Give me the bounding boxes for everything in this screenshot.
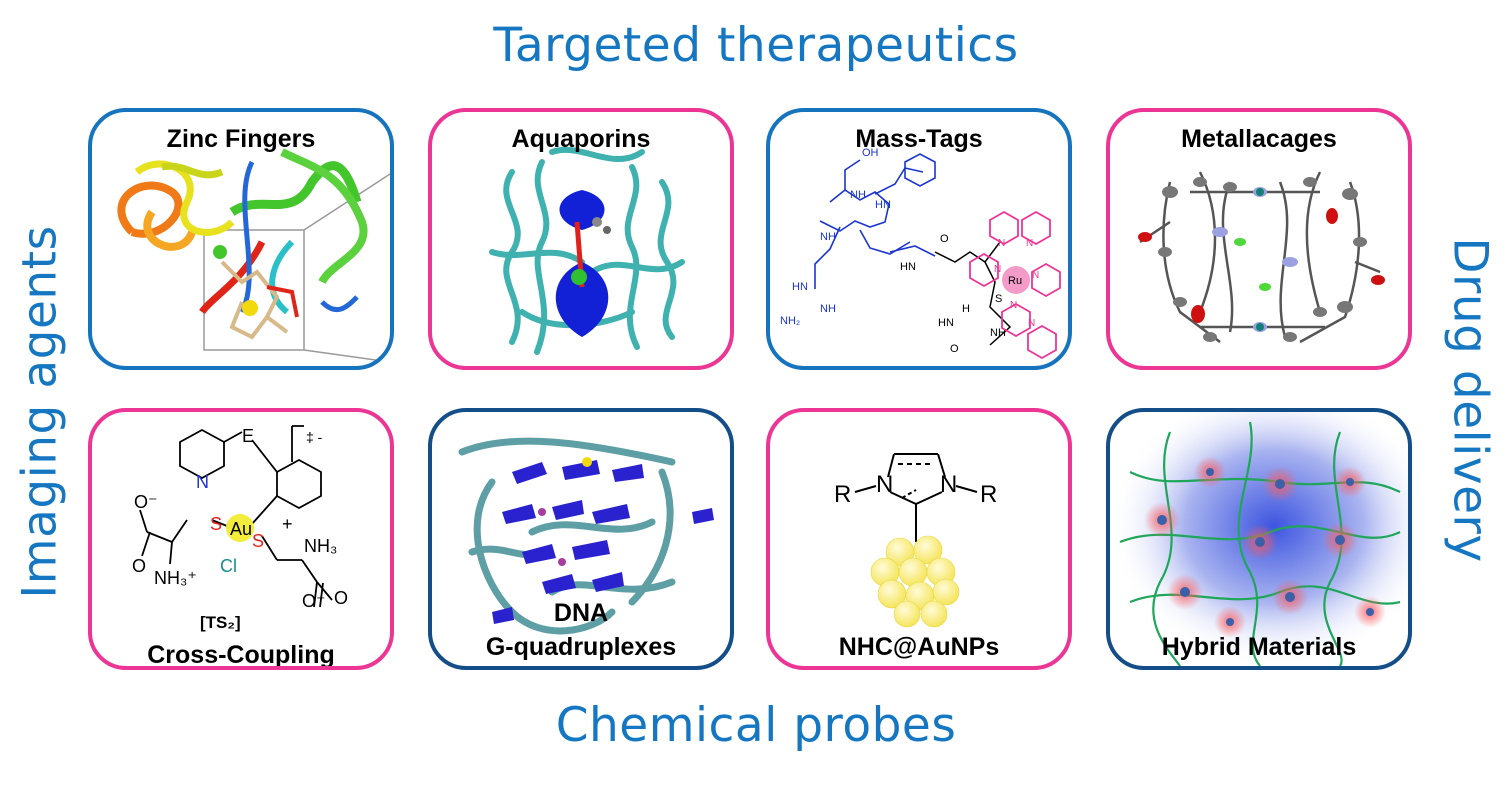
card-metallacages: Metallacages bbox=[1106, 108, 1412, 370]
card-mass-tags: OH NH HN NH HN NH₂ NH HN O S HN NH O H bbox=[766, 108, 1072, 370]
card-aquaporins: Aquaporins bbox=[428, 108, 734, 370]
card-title: Aquaporins bbox=[511, 125, 651, 153]
aquaporin-protein-image bbox=[489, 146, 685, 355]
svg-text:NH₂: NH₂ bbox=[780, 315, 800, 327]
svg-text:NH: NH bbox=[820, 231, 836, 243]
svg-text:HN: HN bbox=[938, 317, 954, 329]
card-nhc-aunps: N N R R NHC@AuNPs bbox=[766, 408, 1072, 670]
svg-text:O⁻: O⁻ bbox=[134, 492, 158, 512]
svg-text:R: R bbox=[980, 481, 997, 508]
svg-text:N: N bbox=[940, 471, 957, 498]
axis-title-right: Drug delivery bbox=[1442, 237, 1498, 563]
svg-text:S: S bbox=[210, 514, 222, 534]
cross-coupling-structure: E Au ‡ - NH₃ NH₃⁺ O⁻ O O O⁻ + [TS₂] N S … bbox=[132, 425, 348, 632]
zinc-finger-protein-image bbox=[117, 148, 390, 363]
card-cross-coupling: E Au ‡ - NH₃ NH₃⁺ O⁻ O O O⁻ + [TS₂] N S … bbox=[88, 408, 394, 670]
svg-text:N: N bbox=[1032, 270, 1039, 281]
svg-text:NH: NH bbox=[820, 303, 836, 315]
svg-text:[TS₂]: [TS₂] bbox=[200, 613, 241, 632]
nhc-gold-nanoparticle-structure: N N R R bbox=[834, 453, 997, 628]
metallacage-crystal-structure bbox=[1138, 171, 1385, 344]
svg-text:N: N bbox=[1026, 238, 1033, 249]
mass-tag-structure: OH NH HN NH HN NH₂ NH HN O S HN NH O H bbox=[780, 147, 1061, 360]
card-title: Mass-Tags bbox=[855, 125, 983, 153]
card-zinc-fingers: Zinc Fingers bbox=[88, 108, 394, 370]
card-title: Cross-Coupling bbox=[147, 641, 335, 669]
svg-text:Cl: Cl bbox=[220, 556, 237, 576]
card-title: NHC@AuNPs bbox=[838, 633, 1000, 661]
svg-text:N: N bbox=[876, 471, 893, 498]
card-title: Zinc Fingers bbox=[166, 125, 316, 153]
card-dna-g-quadruplexes: DNA G-quadruplexes bbox=[428, 408, 734, 670]
svg-text:HN: HN bbox=[792, 281, 808, 293]
svg-text:R: R bbox=[834, 481, 851, 508]
svg-text:O⁻: O⁻ bbox=[302, 591, 326, 611]
svg-text:+: + bbox=[282, 514, 293, 534]
card-title-line2: G-quadruplexes bbox=[485, 633, 677, 661]
svg-text:HN: HN bbox=[875, 199, 891, 211]
card-title-line1: DNA bbox=[553, 599, 609, 627]
svg-text:O: O bbox=[132, 556, 146, 576]
svg-text:O: O bbox=[334, 588, 348, 608]
svg-text:O: O bbox=[940, 233, 949, 245]
hybrid-material-network-image bbox=[1110, 412, 1408, 666]
svg-text:NH: NH bbox=[850, 189, 866, 201]
svg-text:HN: HN bbox=[900, 261, 916, 273]
card-title: Metallacages bbox=[1181, 125, 1337, 153]
g-quadruplex-structure bbox=[458, 437, 714, 635]
svg-text:NH₃: NH₃ bbox=[304, 536, 337, 556]
svg-text:OH: OH bbox=[862, 147, 879, 159]
svg-text:E: E bbox=[242, 426, 254, 446]
svg-text:‡ -: ‡ - bbox=[306, 429, 323, 445]
svg-text:O: O bbox=[950, 343, 959, 355]
svg-text:NH₃⁺: NH₃⁺ bbox=[154, 568, 197, 588]
svg-text:S: S bbox=[995, 293, 1002, 305]
card-hybrid-materials: Hybrid Materials bbox=[1106, 408, 1412, 670]
svg-text:N: N bbox=[1028, 318, 1035, 329]
card-title: Hybrid Materials bbox=[1161, 633, 1357, 661]
svg-text:S: S bbox=[252, 531, 264, 551]
svg-text:N: N bbox=[1010, 300, 1017, 311]
axis-title-top: Targeted therapeutics bbox=[493, 18, 1019, 73]
svg-text:N: N bbox=[998, 238, 1005, 249]
svg-text:H: H bbox=[962, 303, 970, 315]
svg-text:Au: Au bbox=[230, 519, 252, 539]
axis-title-bottom: Chemical probes bbox=[555, 698, 957, 753]
svg-text:Ru: Ru bbox=[1008, 275, 1022, 287]
axis-title-left: Imaging agents bbox=[12, 225, 68, 599]
svg-text:N: N bbox=[994, 264, 1001, 275]
svg-text:NH: NH bbox=[990, 327, 1006, 339]
svg-text:N: N bbox=[196, 472, 209, 492]
